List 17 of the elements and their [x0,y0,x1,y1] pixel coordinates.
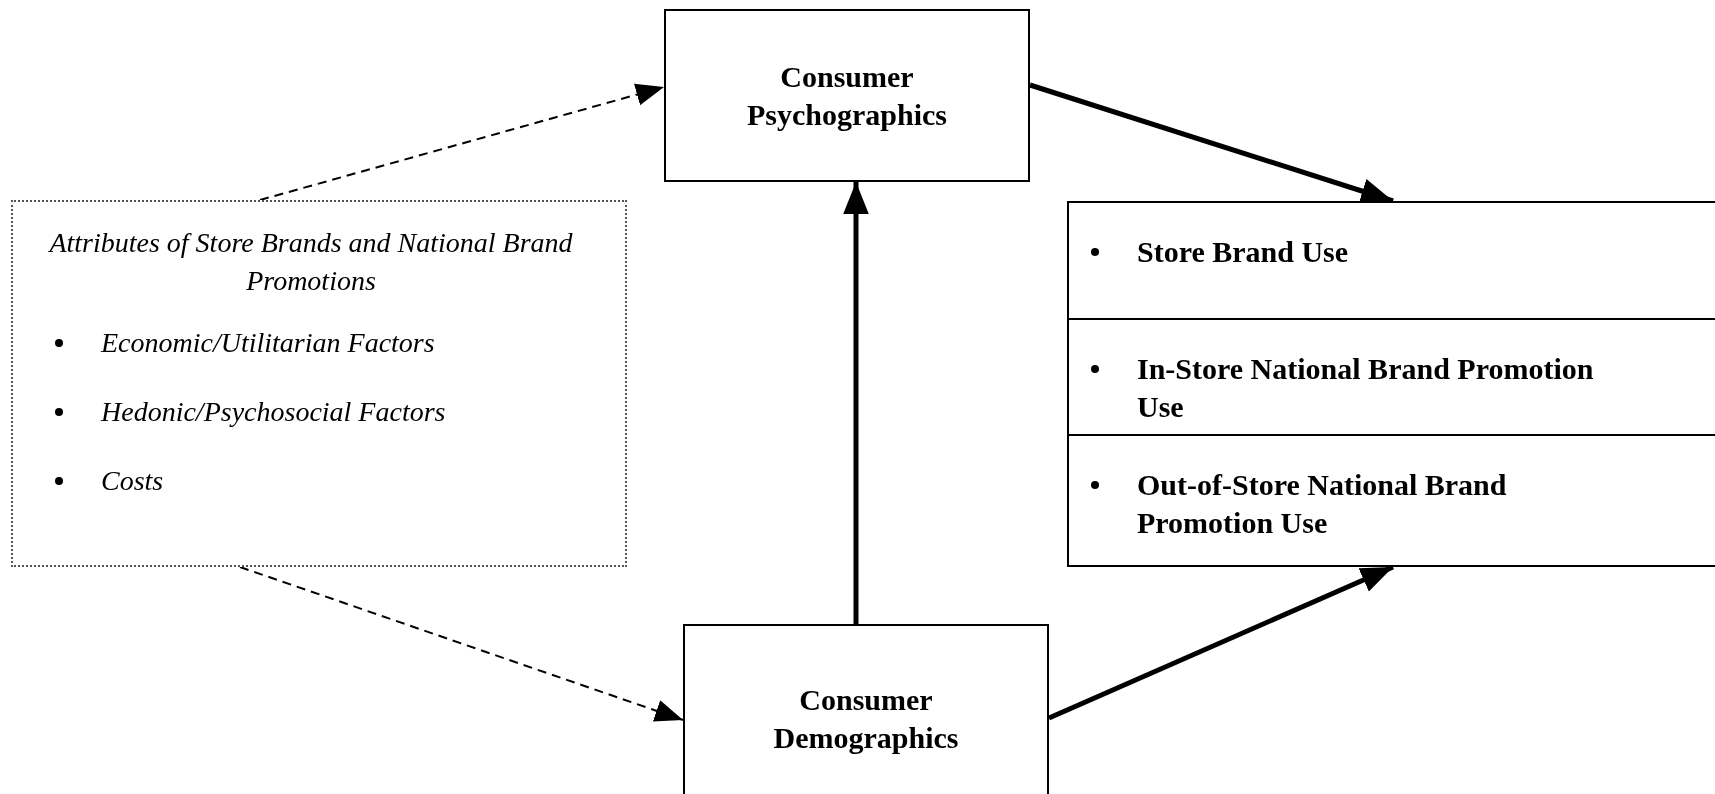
bullet-item: Store Brand Use [1069,233,1595,271]
node-label: Consumer Demographics [772,682,960,756]
box-heading: Attributes of Store Brands and National Brand Promotions [47,226,574,298]
bullet-item: Economic/Utilitarian Factors [33,324,589,362]
bullet-item: Hedonic/Psychosocial Factors [33,393,589,431]
node-label: Consumer Psychographics [746,58,948,133]
process-box [683,624,1049,794]
dashed-arrow [259,83,665,201]
arrow [1029,82,1394,204]
attribute-box [11,200,627,567]
outcome-box [1067,201,1715,567]
process-box [664,9,1030,182]
bullet-item: Out-of-Store National Brand Promotion Use [1069,466,1595,542]
arrow [843,182,869,624]
bullet-item: Costs [33,462,589,500]
dashed-arrow [239,566,684,722]
bullet-item: In-Store National Brand Promotion Use [1069,350,1595,426]
